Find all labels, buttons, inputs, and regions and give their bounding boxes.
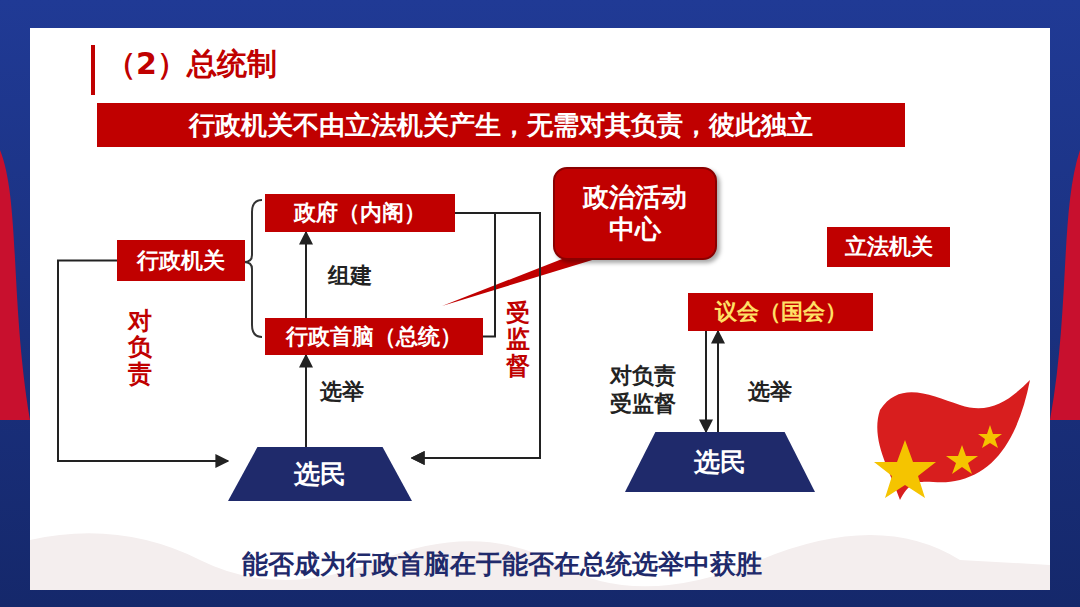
star (874, 440, 936, 498)
connector-arrow (305, 355, 307, 447)
node-label: 立法机关 (845, 232, 933, 262)
parliament-box: 议会（国会） (688, 293, 873, 331)
legislative-box: 立法机关 (827, 227, 950, 267)
cloud-band (30, 533, 1050, 590)
voter-trapezoid: 选民 (625, 432, 815, 492)
connector-arrow (305, 232, 307, 318)
node-label: 行政机关不由立法机关产生，无需对其负责，彼此独立 (189, 108, 813, 143)
node-label: 政治活动中心 (573, 182, 697, 244)
brace (244, 200, 262, 337)
edge-label: 对负责 (128, 308, 152, 387)
node-label: 选民 (294, 457, 346, 492)
edge-label: 对负责 受监督 (598, 362, 688, 417)
edge-label: 选举 (320, 378, 364, 406)
government-box: 政府（内阁） (265, 194, 455, 232)
red-drape (0, 150, 30, 420)
callout-box: 政治活动中心 (553, 167, 717, 260)
node-label: 行政机关 (137, 246, 225, 276)
node-label: 选民 (694, 445, 746, 480)
connector-arrow (705, 331, 707, 432)
star (978, 425, 1002, 448)
connector-arrow (717, 331, 719, 432)
connector-arrow (58, 261, 228, 462)
red-drape (1050, 150, 1080, 420)
star (946, 445, 978, 474)
voter-trapezoid: 选民 (228, 447, 412, 501)
statement-band: 行政机关不由立法机关产生，无需对其负责，彼此独立 (97, 103, 905, 147)
node-label: 政府（内阁） (294, 198, 426, 228)
caption: 能否成为行政首脑在于能否在总统选举中获胜 (150, 547, 854, 582)
slide-title: （2）总统制 (106, 44, 277, 85)
node-label: 行政首脑（总统） (286, 322, 462, 352)
edge-label: 组建 (328, 262, 372, 290)
executive-box: 行政机关 (117, 240, 245, 281)
white-panel (30, 28, 1050, 590)
title-bar (91, 45, 95, 95)
president-box: 行政首脑（总统） (265, 318, 483, 355)
edge-label: 受监督 (506, 300, 530, 379)
node-label: 议会（国会） (715, 297, 847, 327)
edge-label: 选举 (748, 378, 792, 406)
